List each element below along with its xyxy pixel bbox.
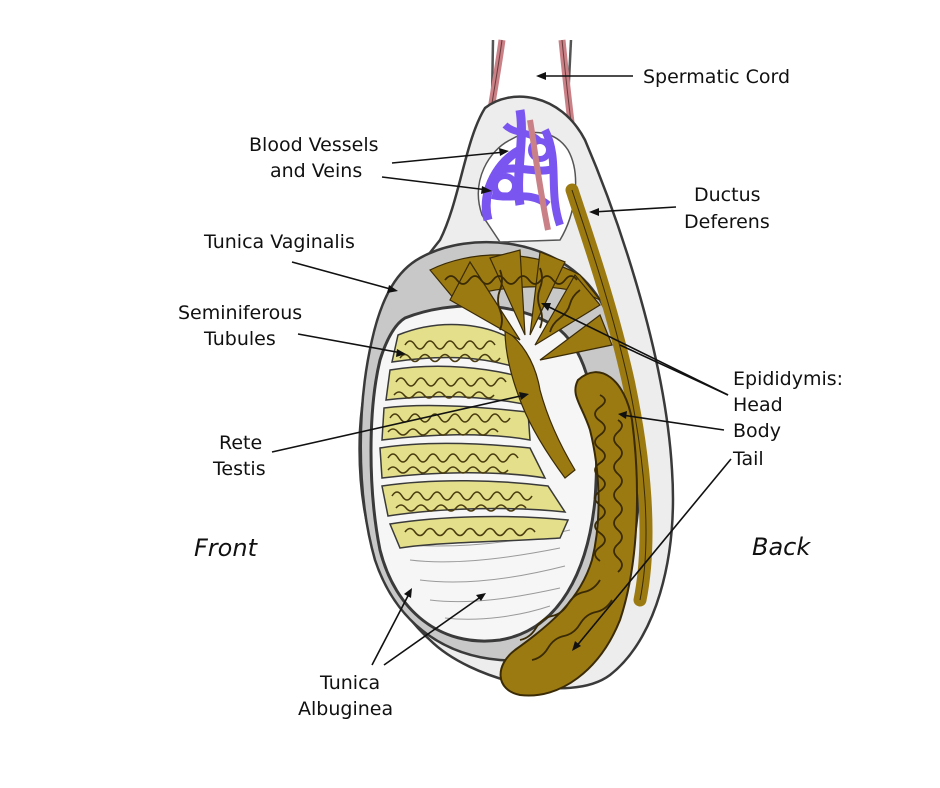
epididymis-coils bbox=[519, 394, 623, 661]
label-ductus-line2: Deferens bbox=[684, 211, 770, 233]
label-epididymis-body: Body bbox=[733, 420, 781, 442]
label-tunica-vaginalis: Tunica Vaginalis bbox=[203, 231, 355, 253]
label-seminiferous-line1: Seminiferous bbox=[178, 302, 302, 324]
label-front: Front bbox=[194, 534, 259, 562]
label-back: Back bbox=[752, 533, 811, 561]
label-seminiferous-line2: Tubules bbox=[203, 328, 276, 350]
label-rete-line1: Rete bbox=[219, 432, 262, 454]
rete-testis bbox=[504, 328, 576, 479]
label-spermatic-cord: Spermatic Cord bbox=[643, 66, 790, 88]
label-epididymis: Epididymis: bbox=[733, 368, 843, 390]
label-blood-vessels-line1: Blood Vessels bbox=[249, 134, 379, 156]
label-rete-line2: Testis bbox=[212, 458, 266, 480]
label-albuginea-line2: Albuginea bbox=[298, 698, 393, 720]
label-albuginea-line1: Tunica bbox=[319, 672, 380, 694]
label-epididymis-tail: Tail bbox=[732, 448, 764, 470]
label-ductus-line1: Ductus bbox=[694, 184, 761, 206]
seminiferous-tubules bbox=[379, 323, 570, 549]
label-epididymis-head: Head bbox=[733, 394, 783, 416]
label-blood-vessels-line2: and Veins bbox=[270, 160, 362, 182]
blood-vessels bbox=[477, 109, 577, 243]
leader-lines bbox=[271, 72, 732, 666]
efferent-ductules bbox=[429, 249, 613, 361]
